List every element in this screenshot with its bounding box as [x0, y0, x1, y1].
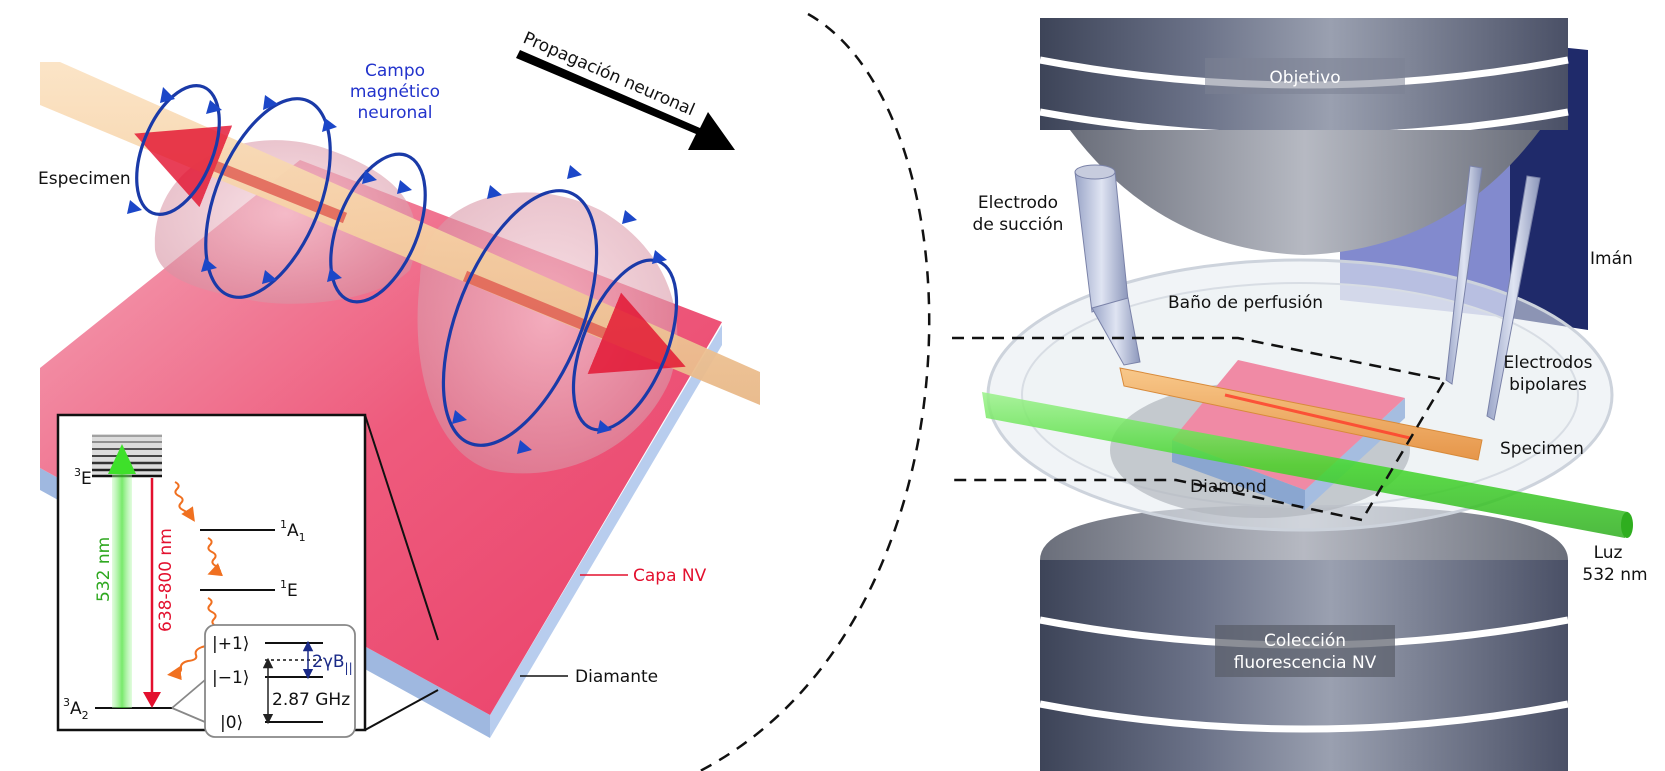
field-arrowhead: [622, 210, 637, 224]
inset-connector: [364, 689, 439, 731]
objective-cone: [1070, 130, 1540, 255]
zoom-frame: [952, 336, 1447, 522]
dashed-arc: [699, 12, 931, 771]
singlet-a-label: 1A1: [280, 518, 306, 544]
zeeman-label: 2γB||: [312, 652, 353, 675]
bipolar-label-line: bipolares: [1509, 375, 1587, 395]
field-label-line: magnético: [350, 82, 440, 102]
ground-state-sup: 3: [63, 696, 70, 709]
field-arrowhead: [160, 87, 175, 103]
diamond-right-label: Diamond: [1190, 477, 1267, 497]
green-laser: [982, 392, 1628, 538]
excitation-label: 532 nm: [94, 537, 114, 602]
excited-state-label: 3E: [74, 466, 92, 489]
excited-state-text: E: [81, 469, 92, 489]
suction-electrode-top: [1074, 164, 1116, 180]
current-arrow-left: [134, 125, 348, 224]
field-arrowhead: [262, 270, 277, 284]
bipolar-electrode: [1445, 165, 1483, 385]
excited-state-sup: 3: [74, 466, 81, 479]
field-arrowhead: [567, 165, 582, 179]
suction-label-line: Electrodo: [978, 193, 1058, 213]
singlet-a-text: A: [287, 521, 299, 541]
nv-layer-label: Capa NV: [633, 566, 707, 586]
bipolar-electrode: [1486, 175, 1541, 421]
sublevel-zero-label: |0⟩: [220, 713, 243, 733]
decay-arrow: [207, 537, 224, 577]
bath-label: Baño de perfusión: [1168, 293, 1323, 313]
emission-label: 638-800 nm: [156, 528, 176, 632]
field-arrowhead: [517, 440, 532, 454]
field-arrowhead: [206, 100, 222, 114]
field-arrowhead: [263, 95, 278, 110]
field-arrowhead: [201, 258, 217, 272]
green-laser-end: [1621, 512, 1633, 538]
singlet-e-sup: 1: [280, 578, 287, 591]
field-loop: [329, 152, 427, 304]
light-label-line: Luz: [1594, 543, 1623, 563]
objective-label: Objetivo: [1269, 68, 1340, 88]
inset-connector: [364, 414, 439, 641]
ground-state-sub: 2: [82, 709, 89, 722]
singlet-a-sup: 1: [280, 518, 287, 531]
zoom-lines: [171, 679, 206, 709]
field-arrowhead: [397, 180, 412, 194]
specimen-signal: [1224, 393, 1411, 440]
zeeman-sub: ||: [345, 661, 353, 675]
field-arrowhead: [597, 420, 612, 434]
bipolar-label-line: Electrodos: [1503, 353, 1592, 373]
ground-state-text: A: [70, 699, 82, 719]
zeeman-text: 2γB: [312, 652, 345, 672]
decay-arrow: [174, 481, 195, 522]
excitation-arrowhead: [108, 444, 136, 474]
energy-level-inset: 3E 3A2 1A1 1E 532 nm 638-800 nm |+1⟩ |−: [56, 413, 367, 738]
right-illustration: Objetivo Colección fluorescencia NV: [952, 18, 1648, 771]
suction-label-line: de succión: [973, 215, 1064, 235]
field-arrowhead: [452, 410, 467, 424]
field-arrowheads: [127, 87, 667, 454]
specimen-right-label: Specimen: [1500, 439, 1584, 459]
specimen-label: Especimen: [38, 169, 131, 189]
field-arrowhead: [127, 200, 142, 214]
diamond-right-face: [490, 325, 722, 738]
sublevel-box: [204, 624, 356, 738]
excitation-arrow-glow: [112, 472, 132, 708]
field-loop: [441, 189, 599, 447]
suction-electrode-tip: [1091, 297, 1141, 366]
left-illustration: Propagación neuronal Campo magnético neu…: [38, 28, 760, 738]
suction-electrode: [1074, 171, 1129, 313]
field-label-line: neuronal: [358, 103, 433, 123]
propagation-arrow: [516, 50, 735, 150]
collection-ring: [1039, 700, 1569, 733]
field-loops: [135, 84, 679, 447]
field-label: Campo magnético neuronal: [350, 61, 440, 123]
field-arrowhead: [487, 185, 502, 199]
magnet-label: Imán: [1590, 249, 1633, 269]
collection-label-bg: [1215, 625, 1395, 677]
sublevel-plus-label: |+1⟩: [212, 634, 249, 654]
field-arrowhead: [652, 250, 667, 264]
diamond-label: Diamante: [575, 667, 658, 687]
singlet-a-sub: 1: [299, 531, 306, 544]
field-arrowhead: [327, 268, 342, 282]
ground-state-label: 3A2: [63, 696, 89, 722]
current-arrow-right: [462, 270, 686, 374]
singlet-e-text: E: [287, 581, 298, 601]
propagation-label: Propagación neuronal: [520, 28, 698, 120]
collection-label-line: fluorescencia NV: [1234, 653, 1377, 673]
field-arrowhead: [322, 118, 337, 132]
sublevel-minus-label: |−1⟩: [212, 668, 249, 688]
emission-arrowhead: [143, 692, 161, 708]
objective-label-bg: [1205, 58, 1405, 94]
field-arrowhead: [362, 170, 377, 184]
field-loop: [135, 84, 221, 216]
zero-field-label: 2.87 GHz: [272, 690, 350, 710]
light-label-line: 532 nm: [1582, 565, 1647, 585]
field-label-line: Campo: [365, 61, 425, 81]
zoom-lines: [171, 707, 206, 723]
field-loop: [204, 97, 332, 299]
collection-label-line: Colección: [1264, 631, 1346, 651]
singlet-e-label: 1E: [280, 578, 298, 601]
